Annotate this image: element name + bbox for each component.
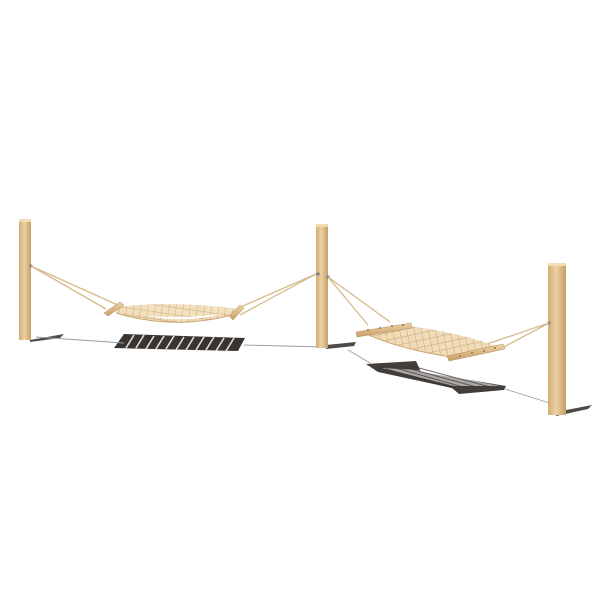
post-1 [19, 219, 33, 340]
hammock-2-ropes [327, 276, 550, 350]
hammock-1-ropes [30, 265, 317, 316]
post-2-shadow [326, 342, 356, 349]
hammock-1-spreader-left [103, 301, 125, 317]
hammock-1-net [116, 307, 236, 323]
ground-shadows [30, 334, 592, 416]
hammock-1-shadow [114, 334, 245, 352]
hammock-2-shadow-ropes [347, 349, 557, 406]
hammock-1-shadow-ropes [35, 336, 326, 348]
hammock-2-net [362, 326, 500, 358]
hammock-2-shadow [366, 361, 506, 394]
hammock-1 [30, 265, 317, 323]
post-3 [547, 263, 566, 415]
hammock-2-spreader-right [446, 343, 506, 362]
hammock-2 [327, 276, 550, 362]
post-2 [316, 224, 330, 348]
hammock-2-spreader-left [355, 322, 413, 338]
hammock-1-spreader-right [228, 304, 245, 321]
